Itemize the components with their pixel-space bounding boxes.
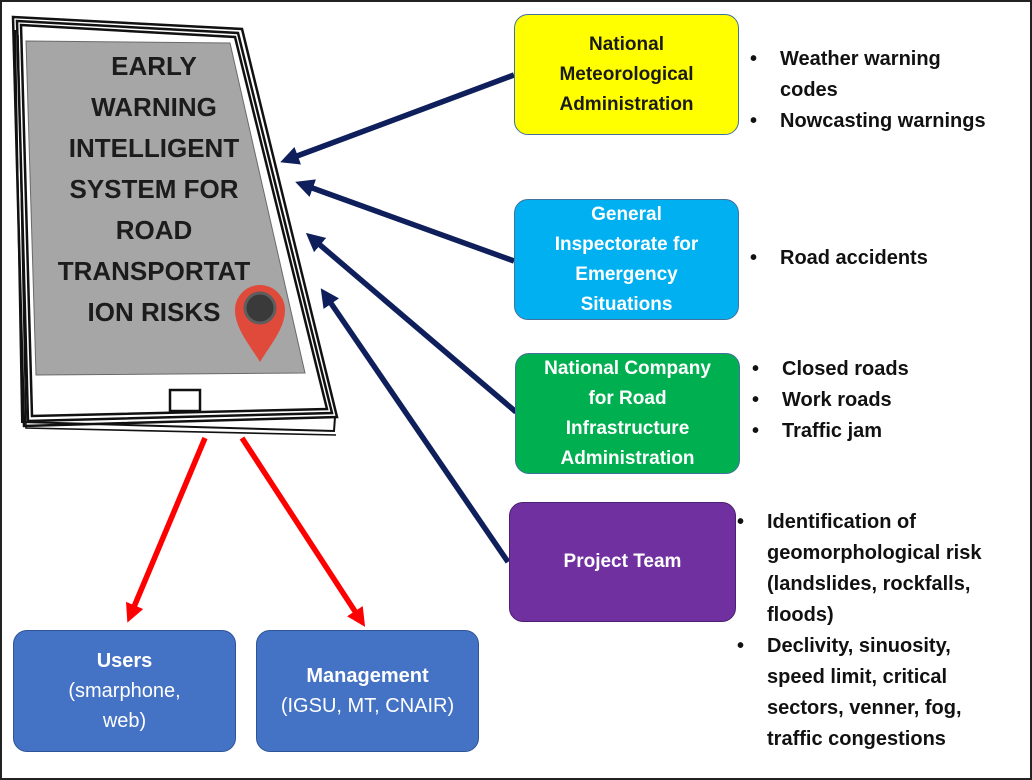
bullet-list-nma: Weather warning codes Nowcasting warning…	[746, 44, 986, 137]
source-label-line: Project Team	[563, 551, 682, 572]
bullet-text-line: speed limit, critical	[767, 666, 948, 688]
bullet-text-line: Traffic jam	[782, 420, 883, 442]
source-label-line: General	[591, 203, 662, 225]
output-box-management: Management (IGSU, MT, CNAIR)	[256, 630, 479, 752]
source-label-line: Administration	[560, 447, 695, 469]
bullet-item: Weather warning codes	[746, 44, 986, 106]
bullet-list-project-team: Identification of geomorphological risk …	[733, 507, 981, 755]
system-title-line: SYSTEM FOR	[69, 174, 239, 204]
bullet-item: Closed roads	[748, 354, 909, 385]
arrow-nma-to-phone	[280, 72, 515, 165]
arrow-phone-to-management	[239, 436, 366, 627]
home-button-icon	[168, 388, 202, 413]
system-title-line: ION RISKS	[87, 297, 221, 327]
bullet-list-igsu: Road accidents	[746, 243, 928, 274]
source-label-line: Meteorological	[559, 63, 694, 85]
bullet-text-line: traffic congestions	[767, 728, 946, 750]
navy-arrows	[280, 72, 518, 564]
bullet-text-line: Road accidents	[780, 247, 928, 269]
source-box-project-team: Project Team	[509, 502, 736, 622]
system-title-line: INTELLIGENT	[68, 133, 240, 163]
source-label-line: National	[589, 33, 664, 55]
bullet-list-cnair: Closed roads Work roads Traffic jam	[748, 354, 909, 447]
bullet-text-line: Identification of	[767, 511, 916, 533]
bullet-item: Road accidents	[746, 243, 928, 274]
source-label-line: for Road	[588, 387, 667, 409]
source-label-line: Inspectorate for	[554, 233, 699, 255]
bullet-text-line: floods)	[767, 604, 834, 626]
output-subtitle-line: (IGSU, MT, CNAIR)	[280, 695, 455, 717]
phone-frame	[11, 15, 339, 436]
system-title-line: TRANSPORTAT	[57, 256, 251, 286]
system-title-line: EARLY	[111, 51, 197, 81]
bullet-text-line: Nowcasting warnings	[780, 110, 986, 132]
bullet-item: Declivity, sinuosity, speed limit, criti…	[733, 631, 981, 755]
red-arrows	[126, 436, 366, 627]
source-label-line: National Company	[544, 357, 711, 379]
system-title-line: ROAD	[115, 215, 193, 245]
bullet-text-line: Weather warning	[780, 48, 941, 70]
arrow-igsu-to-phone	[295, 179, 515, 264]
output-title: Management	[306, 665, 429, 687]
arrow-team-to-phone	[320, 288, 511, 564]
bullet-item: Nowcasting warnings	[746, 106, 986, 137]
arrow-phone-to-users	[126, 436, 208, 623]
arrow-cnair-to-phone	[305, 232, 518, 415]
bullet-item: Identification of geomorphological risk …	[733, 507, 981, 631]
output-box-users: Users (smarphone, web)	[13, 630, 236, 752]
source-box-igsu: General Inspectorate for Emergency Situa…	[514, 199, 739, 320]
bullet-text-line: codes	[780, 79, 838, 101]
source-label-line: Situations	[580, 293, 673, 315]
bullet-text-line: sectors, venner, fog,	[767, 697, 962, 719]
bullet-item: Work roads	[748, 385, 909, 416]
bullet-text-line: Work roads	[782, 389, 892, 411]
phone-screen	[25, 40, 306, 376]
bullet-text-line: geomorphological risk	[767, 542, 982, 564]
location-pin-icon	[235, 285, 285, 362]
source-label-line: Infrastructure	[565, 417, 690, 439]
bullet-text-line: Declivity, sinuosity,	[767, 635, 951, 657]
system-title-line: WARNING	[91, 92, 217, 122]
bullet-text-line: Closed roads	[782, 358, 909, 380]
output-subtitle-line: (smarphone,	[68, 680, 181, 702]
bullet-text-line: (landslides, rockfalls,	[767, 573, 971, 595]
source-label-line: Emergency	[575, 263, 678, 285]
source-box-cnair: National Company for Road Infrastructure…	[515, 353, 740, 474]
bullet-item: Traffic jam	[748, 416, 909, 447]
system-title: EARLY WARNING INTELLIGENT SYSTEM FOR ROA…	[38, 46, 270, 333]
output-subtitle-line: web)	[102, 710, 147, 732]
source-label-line: Administration	[559, 93, 694, 115]
output-title: Users	[96, 650, 153, 672]
source-box-nma: National Meteorological Administration	[514, 14, 739, 135]
